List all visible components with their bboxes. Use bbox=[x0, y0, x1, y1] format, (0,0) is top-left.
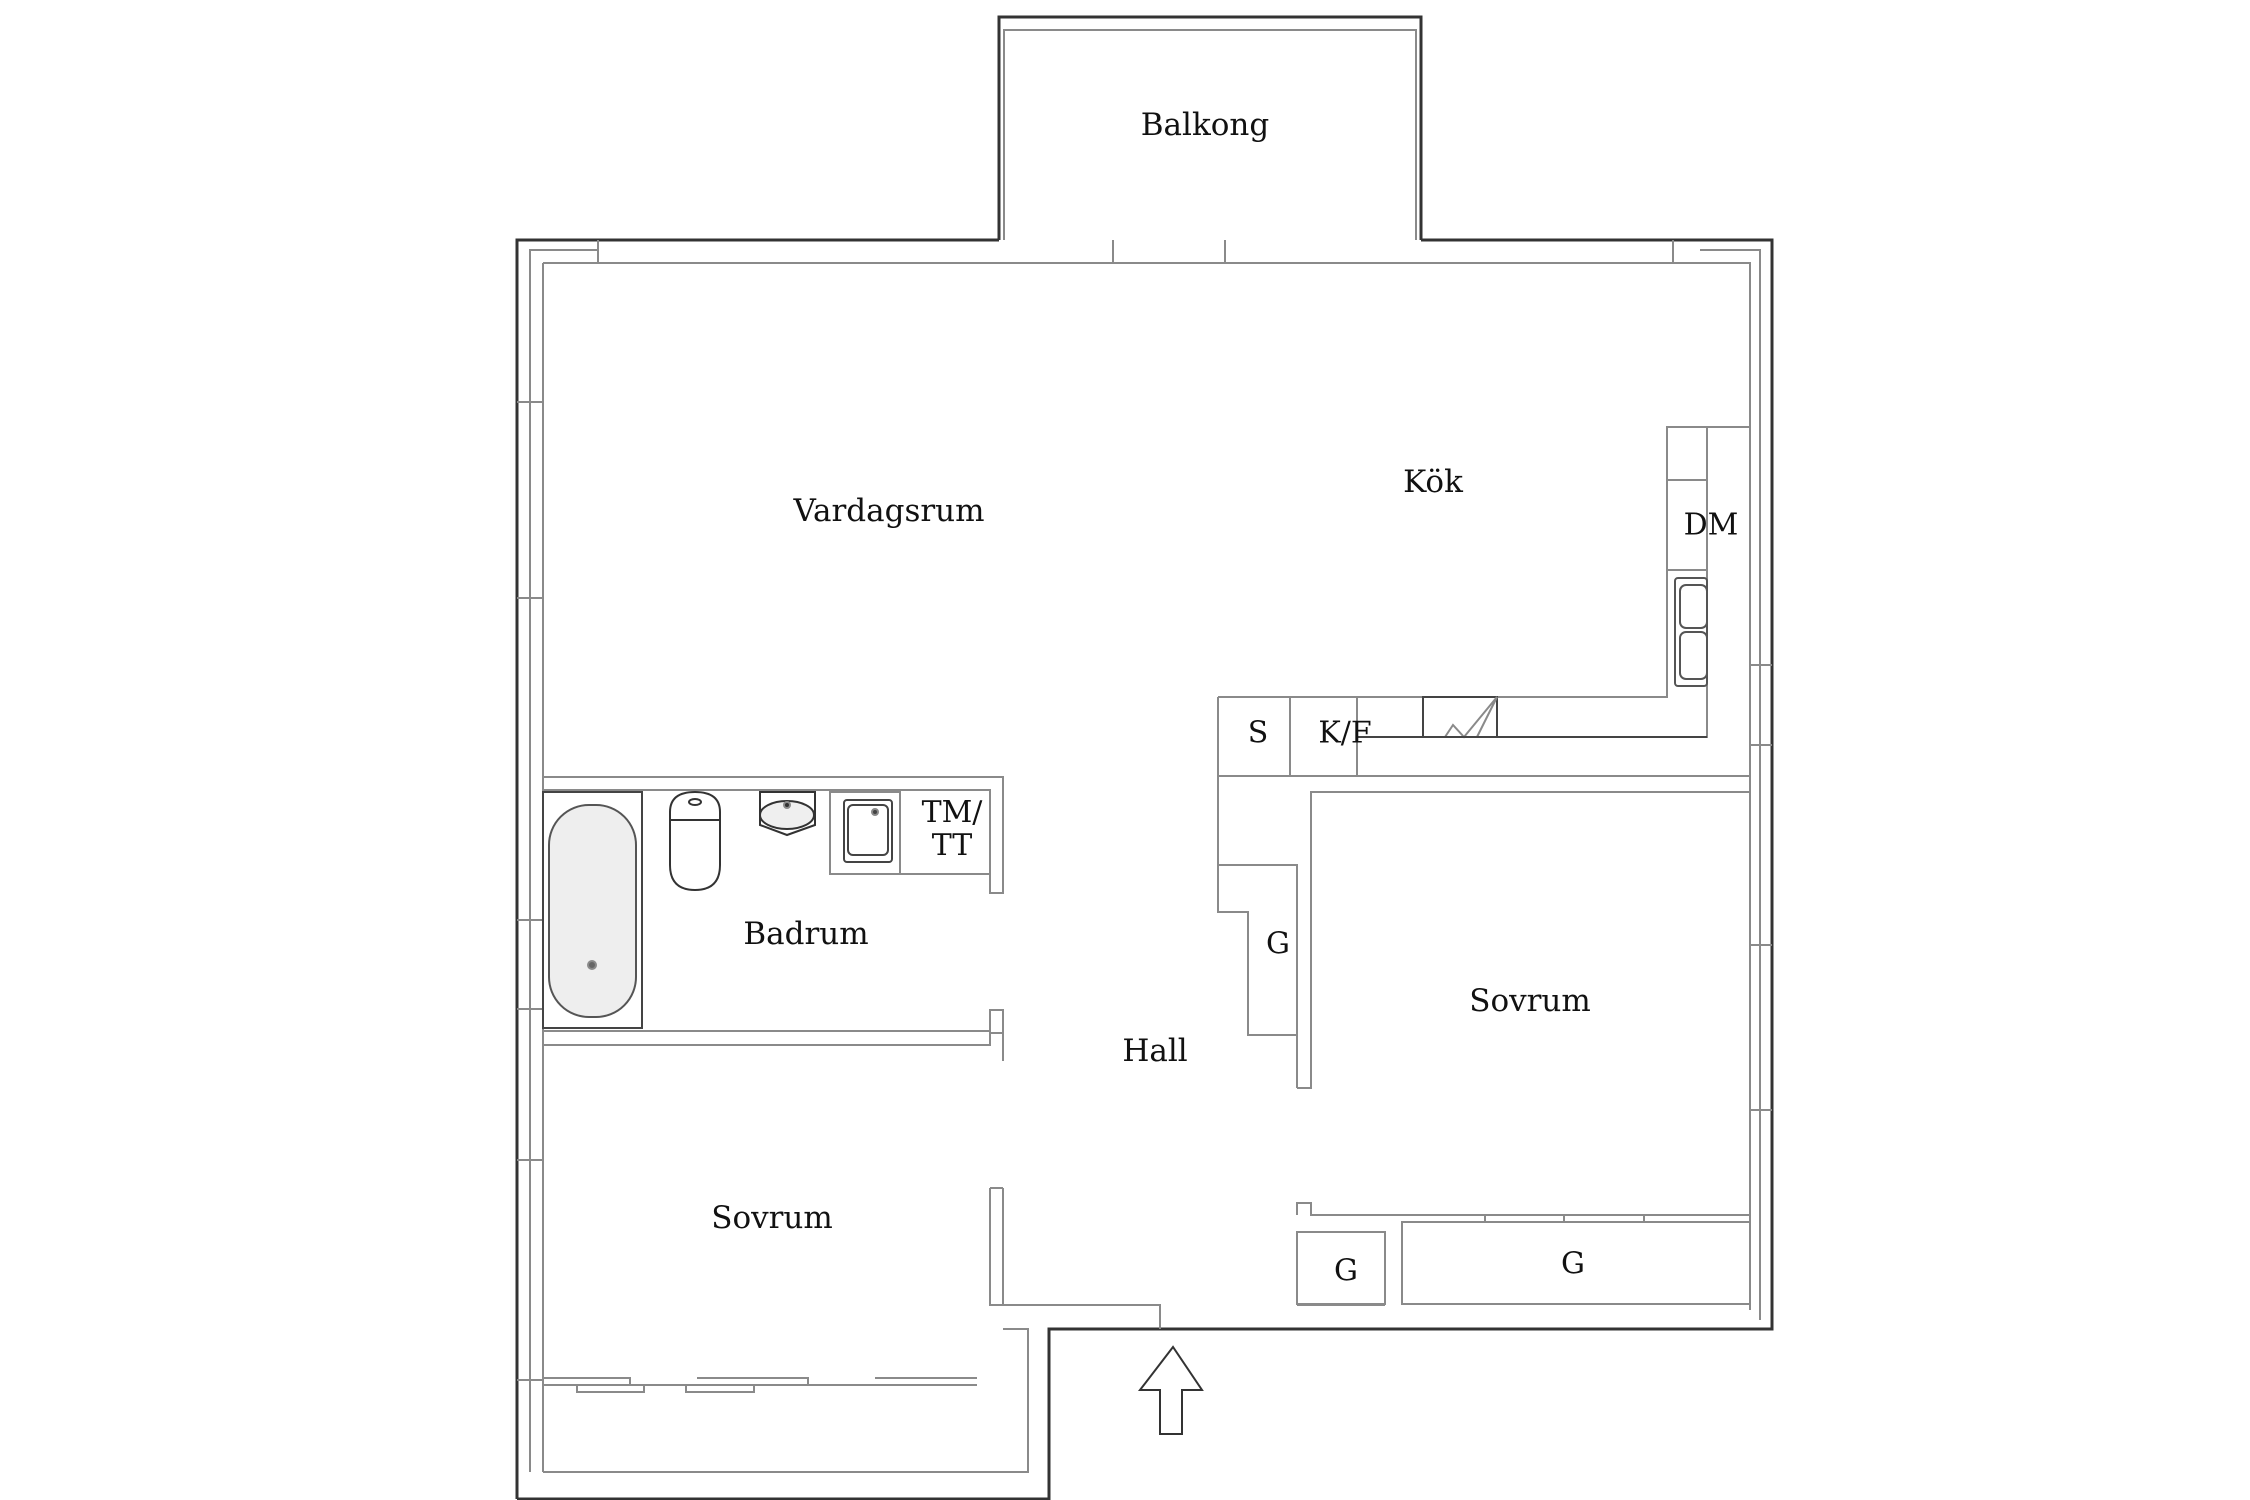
fixture-label-wardrobe-bedroom: G bbox=[1561, 1246, 1585, 1282]
fixture-label-wardrobe-hall: G bbox=[1266, 926, 1290, 962]
room-label-sovrum-right: Sovrum bbox=[1469, 982, 1591, 1019]
exterior-wall bbox=[515, 238, 1774, 1500]
fixture-label-dishwasher: DM bbox=[1683, 507, 1739, 543]
fixture-label-wardrobe-small: G bbox=[1334, 1253, 1358, 1289]
hall-bedroom-walls bbox=[1217, 776, 1751, 1306]
washer-dryer-line1: TM/ bbox=[921, 795, 983, 830]
room-label-kok: Kök bbox=[1403, 463, 1463, 500]
room-label-vardagsrum: Vardagsrum bbox=[793, 492, 985, 529]
fixture-label-fridge-freezer: K/F bbox=[1318, 715, 1372, 751]
bathroom-walls bbox=[542, 776, 1004, 1045]
room-label-badrum: Badrum bbox=[743, 915, 869, 952]
kitchen-walls bbox=[1217, 426, 1750, 777]
fixture-label-washer-dryer: TM/ TT bbox=[922, 796, 983, 862]
room-label-balkong: Balkong bbox=[1140, 106, 1270, 143]
room-label-hall: Hall bbox=[1122, 1032, 1188, 1069]
washer-dryer-line2: TT bbox=[931, 828, 973, 863]
balcony bbox=[997, 15, 1423, 240]
entrance-arrow-icon bbox=[1137, 1345, 1204, 1435]
room-label-sovrum-left: Sovrum bbox=[711, 1199, 833, 1236]
bedroom-left-walls bbox=[543, 1032, 1161, 1473]
fixture-label-stove: S bbox=[1247, 715, 1269, 751]
